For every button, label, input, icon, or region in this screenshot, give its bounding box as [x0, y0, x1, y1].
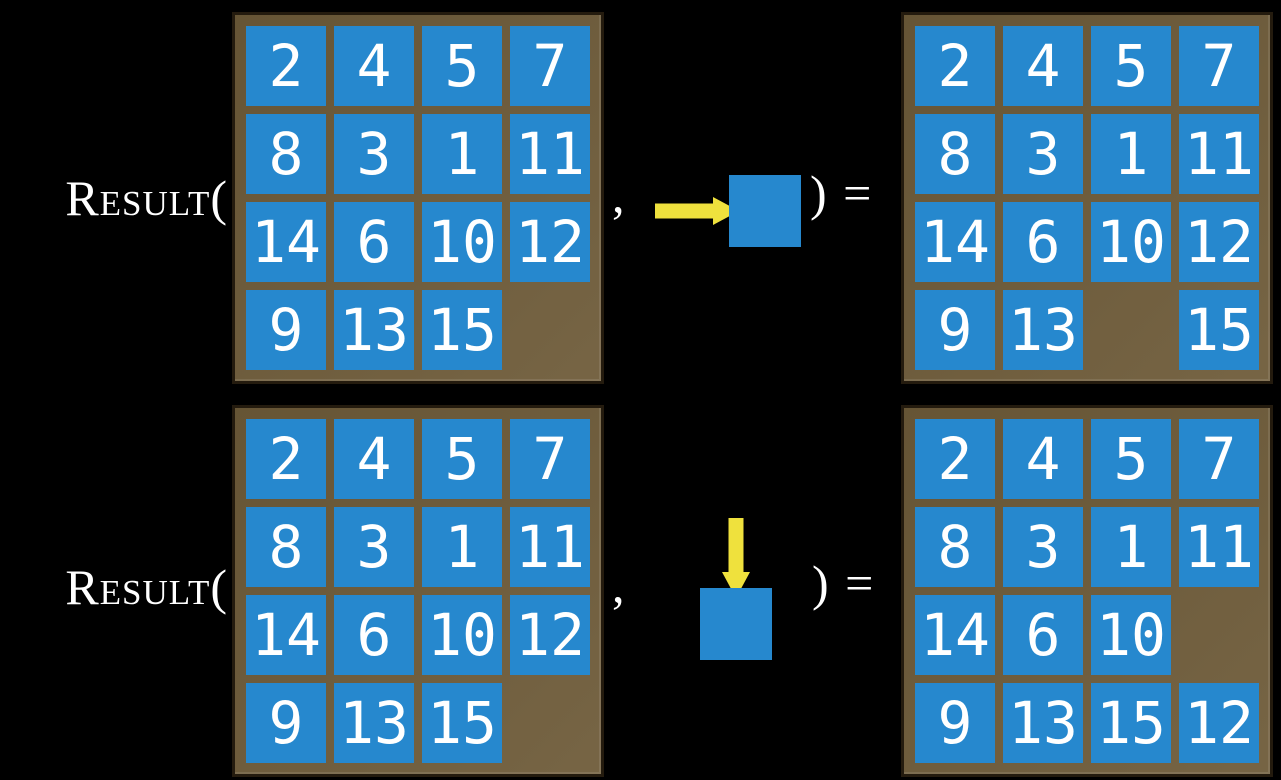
- tile-4: 4: [334, 26, 414, 106]
- tile-13: 13: [1003, 683, 1083, 763]
- tile-9: 9: [915, 683, 995, 763]
- tile-9: 9: [246, 290, 326, 370]
- tile-2: 2: [915, 419, 995, 499]
- tile-11: 11: [510, 507, 590, 587]
- tile-12: 12: [1179, 202, 1259, 282]
- tile-2: 2: [246, 26, 326, 106]
- comma-separator: ,: [612, 167, 625, 223]
- tile-8: 8: [915, 507, 995, 587]
- tile-4: 4: [1003, 419, 1083, 499]
- tile-2: 2: [915, 26, 995, 106]
- empty-cell: [510, 290, 590, 370]
- empty-cell: [1091, 290, 1171, 370]
- right-arrow-icon: [655, 197, 739, 225]
- tile-6: 6: [1003, 202, 1083, 282]
- tile-7: 7: [510, 419, 590, 499]
- tile-13: 13: [334, 683, 414, 763]
- tile-10: 10: [422, 595, 502, 675]
- down-arrow-icon: [722, 518, 750, 598]
- tile-1: 1: [422, 507, 502, 587]
- tile-15: 15: [1179, 290, 1259, 370]
- tile-6: 6: [1003, 595, 1083, 675]
- tile-14: 14: [246, 595, 326, 675]
- tile-13: 13: [334, 290, 414, 370]
- tile-7: 7: [1179, 419, 1259, 499]
- empty-cell: [1179, 595, 1259, 675]
- tile-8: 8: [915, 114, 995, 194]
- comma-separator: ,: [612, 557, 625, 613]
- tile-14: 14: [915, 202, 995, 282]
- tile-6: 6: [334, 202, 414, 282]
- tile-14: 14: [246, 202, 326, 282]
- tile-3: 3: [334, 507, 414, 587]
- tile-5: 5: [1091, 26, 1171, 106]
- blank-tile-square: [700, 588, 772, 660]
- tile-11: 11: [510, 114, 590, 194]
- tile-11: 11: [1179, 507, 1259, 587]
- tile-2: 2: [246, 419, 326, 499]
- tile-10: 10: [1091, 202, 1171, 282]
- tile-3: 3: [334, 114, 414, 194]
- tile-3: 3: [1003, 507, 1083, 587]
- tile-9: 9: [246, 683, 326, 763]
- tile-5: 5: [422, 419, 502, 499]
- tile-15: 15: [1091, 683, 1171, 763]
- tile-4: 4: [334, 419, 414, 499]
- tile-1: 1: [1091, 114, 1171, 194]
- result-function-label: Result(: [65, 559, 228, 615]
- tile-3: 3: [1003, 114, 1083, 194]
- tile-12: 12: [1179, 683, 1259, 763]
- tile-6: 6: [334, 595, 414, 675]
- tile-15: 15: [422, 683, 502, 763]
- tile-4: 4: [1003, 26, 1083, 106]
- tile-8: 8: [246, 114, 326, 194]
- tile-9: 9: [915, 290, 995, 370]
- blank-tile-square: [729, 175, 801, 247]
- tile-5: 5: [422, 26, 502, 106]
- tile-10: 10: [1091, 595, 1171, 675]
- empty-cell: [510, 683, 590, 763]
- tile-11: 11: [1179, 114, 1259, 194]
- tile-14: 14: [915, 595, 995, 675]
- move-right-glyph: [655, 175, 805, 247]
- tile-1: 1: [1091, 507, 1171, 587]
- close-paren-equals: ) =: [810, 165, 874, 221]
- tile-13: 13: [1003, 290, 1083, 370]
- move-down-glyph: [700, 518, 772, 660]
- tile-1: 1: [422, 114, 502, 194]
- tile-12: 12: [510, 595, 590, 675]
- close-paren-equals: ) =: [812, 555, 876, 611]
- result-function-label: Result(: [65, 170, 228, 226]
- tile-7: 7: [1179, 26, 1259, 106]
- tile-7: 7: [510, 26, 590, 106]
- tile-10: 10: [422, 202, 502, 282]
- tile-8: 8: [246, 507, 326, 587]
- tile-5: 5: [1091, 419, 1171, 499]
- tile-15: 15: [422, 290, 502, 370]
- tile-12: 12: [510, 202, 590, 282]
